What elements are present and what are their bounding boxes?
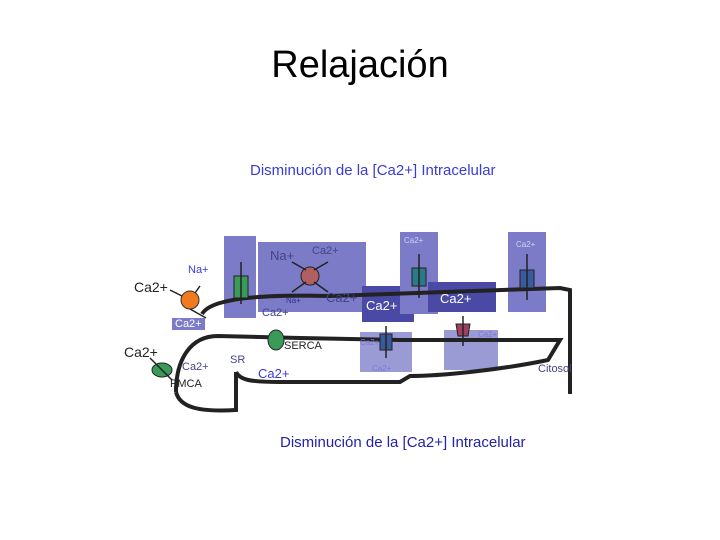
ca-exch-top-label: Ca2+ xyxy=(312,245,339,257)
ca-ryr-right-label: Ca2+ xyxy=(478,330,498,339)
bottom-caption: Disminución de la [Ca2+] Intracelular xyxy=(280,434,526,451)
pmca-label: PMCA xyxy=(170,378,202,390)
ca-sr-left-label: Ca2+ xyxy=(124,344,158,360)
citosol-label: Citosol xyxy=(538,363,572,375)
sr-label: SR xyxy=(230,354,246,366)
ca-ryr-left-label: Ca2+ xyxy=(360,338,380,347)
na-exch-top-label: Na+ xyxy=(270,248,295,263)
na-ext-left-label: Na+ xyxy=(188,264,209,276)
ca-channel-2-top-label: Ca2+ xyxy=(404,236,424,245)
page-title: Relajación xyxy=(271,44,449,86)
ca-mid-box-label: Ca2+ xyxy=(366,298,398,313)
ca-channel-3-top-label: Ca2+ xyxy=(516,240,536,249)
cell-membrane xyxy=(200,285,572,394)
ca-exch-bottom-label: Ca2+ xyxy=(326,290,358,305)
ca-right-box xyxy=(428,282,496,312)
ca-ryr-bottom-label: Ca2+ xyxy=(372,364,392,373)
na-ca-exchanger xyxy=(300,266,320,286)
serca-pump xyxy=(267,329,285,351)
sr-membrane xyxy=(174,333,564,393)
ca-exch-inner-label: Ca2+ xyxy=(262,307,289,319)
ca-channel-3-bottom-label: Ca2+ xyxy=(514,302,534,311)
ca-cyto-left-label: Ca2+ xyxy=(172,318,205,330)
ca-channel-1-bottom-label: Ca2+ xyxy=(228,306,248,315)
ca-pmca-label: Ca2+ xyxy=(182,361,209,373)
ca-channel-2-bottom-label: Ca2+ xyxy=(404,298,424,307)
lower-box-2 xyxy=(444,330,498,370)
pmca-pump xyxy=(180,290,200,310)
ca-ext-left-label: Ca2+ xyxy=(134,279,168,295)
ca-sr-lower-label: Ca2+ xyxy=(258,366,290,381)
na-exch-bottom-label: Na+ xyxy=(286,296,301,305)
diagram-subtitle: Disminución de la [Ca2+] Intracelular xyxy=(250,162,496,179)
ca-right-box-label: Ca2+ xyxy=(440,291,472,306)
serca-label: SERCA xyxy=(284,340,322,352)
sr-lower-wall xyxy=(174,372,238,413)
ca-channel-1-top-label: Ca2+ xyxy=(228,244,248,253)
